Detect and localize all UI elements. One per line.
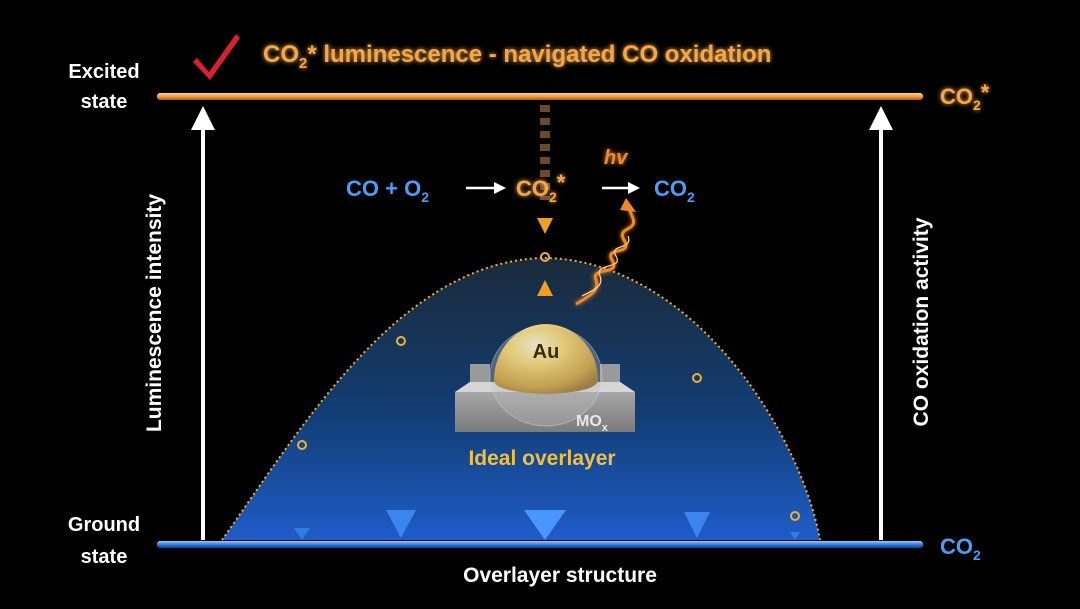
reactants-label: CO + O2 — [346, 176, 429, 205]
support-label: MOx — [576, 413, 609, 434]
down-arrowhead — [386, 510, 416, 538]
down-arrowhead — [684, 512, 710, 538]
excited-state-label-line2: state — [81, 91, 128, 113]
bottom-axis-label: Overlayer structure — [463, 564, 657, 587]
title: CO2* luminescence - navigated CO oxidati… — [263, 41, 771, 72]
reaction-arrowhead-1 — [494, 182, 506, 194]
product-label: CO2 — [654, 176, 695, 205]
photon-wave-icon — [575, 205, 636, 306]
checkmark-icon — [193, 34, 240, 80]
excited-state-line — [157, 93, 923, 100]
ideal-overlayer-caption: Ideal overlayer — [468, 447, 615, 470]
curve-marker — [540, 252, 550, 262]
curve-marker — [396, 336, 406, 346]
ground-state-label-line1: Ground — [68, 514, 140, 536]
left-axis-label: Luminescence intensity — [143, 194, 166, 432]
curve-marker — [297, 440, 307, 450]
down-arrowhead — [294, 528, 310, 540]
up-triangle-marker — [537, 218, 553, 234]
down-arrowhead — [790, 532, 800, 540]
ground-state-line — [157, 541, 923, 548]
right-axis-label: CO oxidation activity — [910, 217, 933, 426]
right-axis-arrowhead — [869, 106, 893, 130]
curve-marker — [790, 511, 800, 521]
reaction-arrowhead-2 — [628, 182, 640, 194]
photon-arrowhead — [620, 198, 636, 212]
excited-co2-label: CO2* — [940, 80, 990, 113]
left-axis-arrowhead — [191, 106, 215, 130]
overlayer-shell — [489, 325, 603, 427]
ground-state-label-line2: state — [81, 546, 128, 568]
photon-label: hv — [604, 147, 629, 169]
curve-markers — [297, 252, 800, 521]
curve-marker — [692, 373, 702, 383]
photon-wave-icon-inner — [581, 235, 630, 297]
gold-nanoparticle — [494, 324, 598, 394]
up-triangle-marker — [537, 280, 553, 296]
excited-state-label-line1: Excited — [68, 61, 139, 83]
ground-co2-label: CO2 — [940, 534, 981, 563]
down-arrowhead — [524, 510, 566, 540]
intermediate-label: CO2* — [516, 170, 566, 205]
activity-volcano-curve — [221, 256, 821, 541]
metal-label: Au — [533, 341, 560, 363]
